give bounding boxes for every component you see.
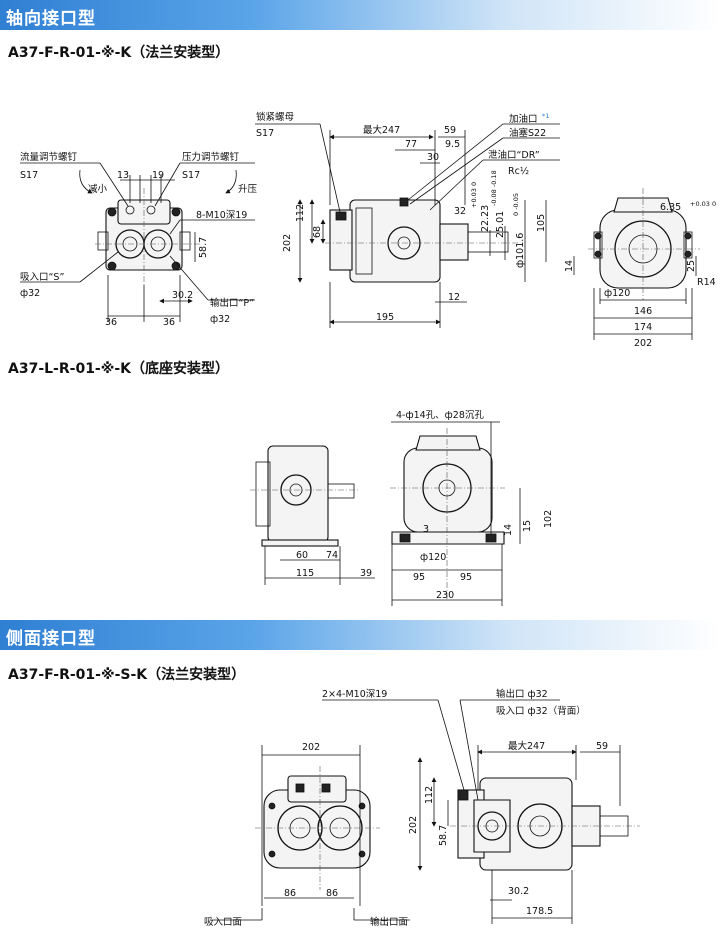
label-decrease: 减小 [88,183,108,195]
dim-12: 12 [448,292,460,303]
label-outlet-32: 输出口 ф32 [496,688,548,700]
dim-58-7-front: 58.7 [198,237,209,258]
dim-77: 77 [405,139,417,150]
dim-174: 174 [634,322,652,333]
dim-112-side: 112 [424,786,435,804]
label-outlet-phi32: ф32 [210,314,230,325]
label-lock-nut: 锁紧螺母 [256,111,294,123]
label-s17-pressure: S17 [182,170,200,181]
dim-60: 60 [296,550,308,561]
tol-6-35: +0.03 0 [690,200,716,208]
dim-32: 32 [454,206,466,217]
tol-101-6: 0 -0.05 [512,193,520,216]
dim-max-247-side: 最大247 [508,740,545,752]
dim-phi-101-6: ф101.6 [515,233,526,268]
label-s17-flow: S17 [20,170,38,181]
dim-36-right: 36 [163,317,175,328]
dim-86-left: 86 [284,888,296,899]
tol-22-23: +0.03 0 [470,182,478,208]
label-fill-port: 加油口 [509,113,538,125]
label-inlet-s: 吸入口“S” [20,272,64,283]
dim-202-side: 202 [408,816,419,834]
section-title-side: 侧面接口型 [6,629,96,649]
drawing-labels: 流量调节螺钉 S17 压力调节螺钉 S17 减小 升压 13 19 8-M10深… [20,111,716,928]
label-inlet-phi32: ф32 [20,288,40,299]
dim-25-end: 25 [686,260,697,272]
dim-59-side: 59 [596,741,608,752]
label-pressure-screw: 压力调节螺钉 [182,151,240,163]
label-outlet-p: 输出口“P” [210,297,254,309]
dim-9-5: 9.5 [445,139,460,150]
label-flow-screw: 流量调节螺钉 [20,151,78,163]
view-end-axial [573,188,700,340]
dim-30-2-front: 30.2 [172,290,193,301]
dim-146: 146 [634,306,652,317]
label-s17-nut: S17 [256,128,274,139]
dim-39: 39 [360,568,372,579]
dim-30: 30 [427,152,439,163]
dim-14-foot: 14 [503,524,514,536]
dim-max-247-axial: 最大247 [363,124,400,136]
dim-202-axial-side: 202 [282,234,293,252]
dim-95-left: 95 [413,572,425,583]
dim-115: 115 [296,568,314,579]
dim-6-35: 6.35 [660,202,681,213]
model-title-side-flange: A37-F-R-01-※-S-K（法兰安装型） [8,667,246,683]
dim-36-left: 36 [105,317,117,328]
dim-86-right: 86 [326,888,338,899]
dim-25-01: 25.01 [495,211,506,238]
dim-22-23: 22.23 [480,205,491,232]
view-end-foot [390,421,521,606]
label-fill-note: *1 [542,112,549,120]
label-outlet-face: 输出口面 [370,916,408,928]
section-banner-axial: 轴向接口型 [0,0,720,30]
dim-105: 105 [536,214,547,232]
dim-13: 13 [117,170,129,181]
dim-14-end: 14 [564,260,575,272]
dim-30-2-side: 30.2 [508,886,529,897]
tol-25-01: -0.08 -0.18 [490,170,498,206]
dim-74: 74 [326,550,338,561]
section-banner-side: 侧面接口型 [0,620,720,650]
dim-3: 3 [423,524,429,535]
model-title-flange: A37-F-R-01-※-K（法兰安装型） [8,45,230,61]
dim-r14: R14 [697,277,716,288]
dim-58-7-side: 58.7 [438,825,449,846]
dim-202-side-front: 202 [302,742,320,753]
label-inlet-32-back: 吸入口 ф32（背面） [496,705,586,717]
view-front-side [212,745,410,921]
label-foot-holes: 4-ф14孔、ф28沉孔 [396,410,484,421]
dim-phi-120-end: ф120 [604,288,630,299]
section-title-axial: 轴向接口型 [6,9,96,29]
dim-15: 15 [522,520,533,532]
label-inlet-face: 吸入口面 [204,917,242,928]
label-bolt-holes: 8-M10深19 [196,210,247,221]
dim-59-axial: 59 [444,125,456,136]
dim-178-5: 178.5 [526,906,553,917]
view-side-foot [250,445,375,585]
view-side-side [322,699,640,924]
dim-19: 19 [152,170,164,181]
label-oil-plug: 油塞S22 [509,127,546,139]
dim-230: 230 [436,590,454,601]
view-side-axial [255,123,560,328]
label-bolt-holes-side: 2×4-M10深19 [322,689,387,700]
dim-95-right: 95 [460,572,472,583]
dim-102: 102 [543,510,554,528]
dim-phi-120-foot: ф120 [420,552,446,563]
view-front-axial [20,162,255,322]
label-increase: 升压 [238,184,258,195]
dim-202-end: 202 [634,338,652,349]
label-rc-half: Rc½ [508,166,529,177]
dim-112-axial: 112 [295,204,306,222]
label-drain-port: 泄油口“DR” [488,149,540,161]
model-title-foot: A37-L-R-01-※-K（底座安装型） [8,361,230,377]
dim-195: 195 [376,312,394,323]
dim-68: 68 [312,226,323,238]
